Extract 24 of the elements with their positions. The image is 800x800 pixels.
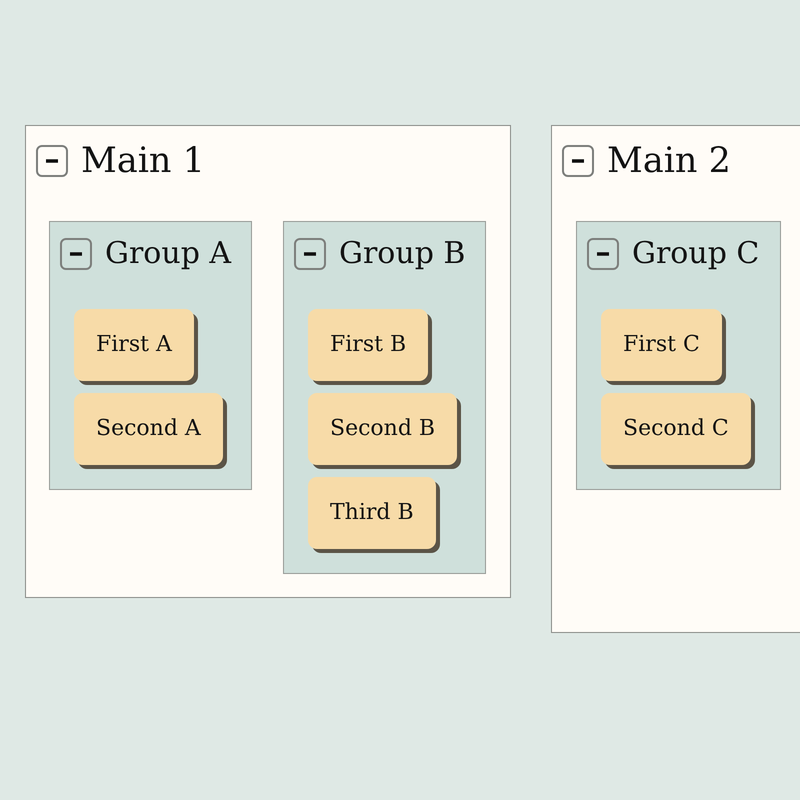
item-label: Second A <box>96 415 201 443</box>
panel-title: Main 1 <box>81 144 205 178</box>
item-label: Second B <box>330 415 436 443</box>
group-title: Group A <box>105 237 232 271</box>
item-card <box>308 309 428 381</box>
item-card <box>308 477 436 549</box>
item-label: Second C <box>623 415 729 443</box>
group-title: Group C <box>632 237 760 271</box>
main-panel <box>551 125 800 633</box>
group-panel <box>49 221 252 490</box>
group-title: Group B <box>339 237 466 271</box>
group-panel <box>283 221 486 574</box>
item-label: First A <box>96 331 172 359</box>
item-card <box>308 393 458 465</box>
item-label: First B <box>330 331 406 359</box>
group-panel <box>576 221 781 490</box>
panel-title: Main 2 <box>607 144 731 178</box>
item-card <box>74 393 223 465</box>
item-card <box>601 309 722 381</box>
main-panel <box>25 125 511 598</box>
item-label: First C <box>623 331 700 359</box>
item-label: Third B <box>330 499 414 527</box>
item-card <box>601 393 751 465</box>
item-card <box>74 309 194 381</box>
